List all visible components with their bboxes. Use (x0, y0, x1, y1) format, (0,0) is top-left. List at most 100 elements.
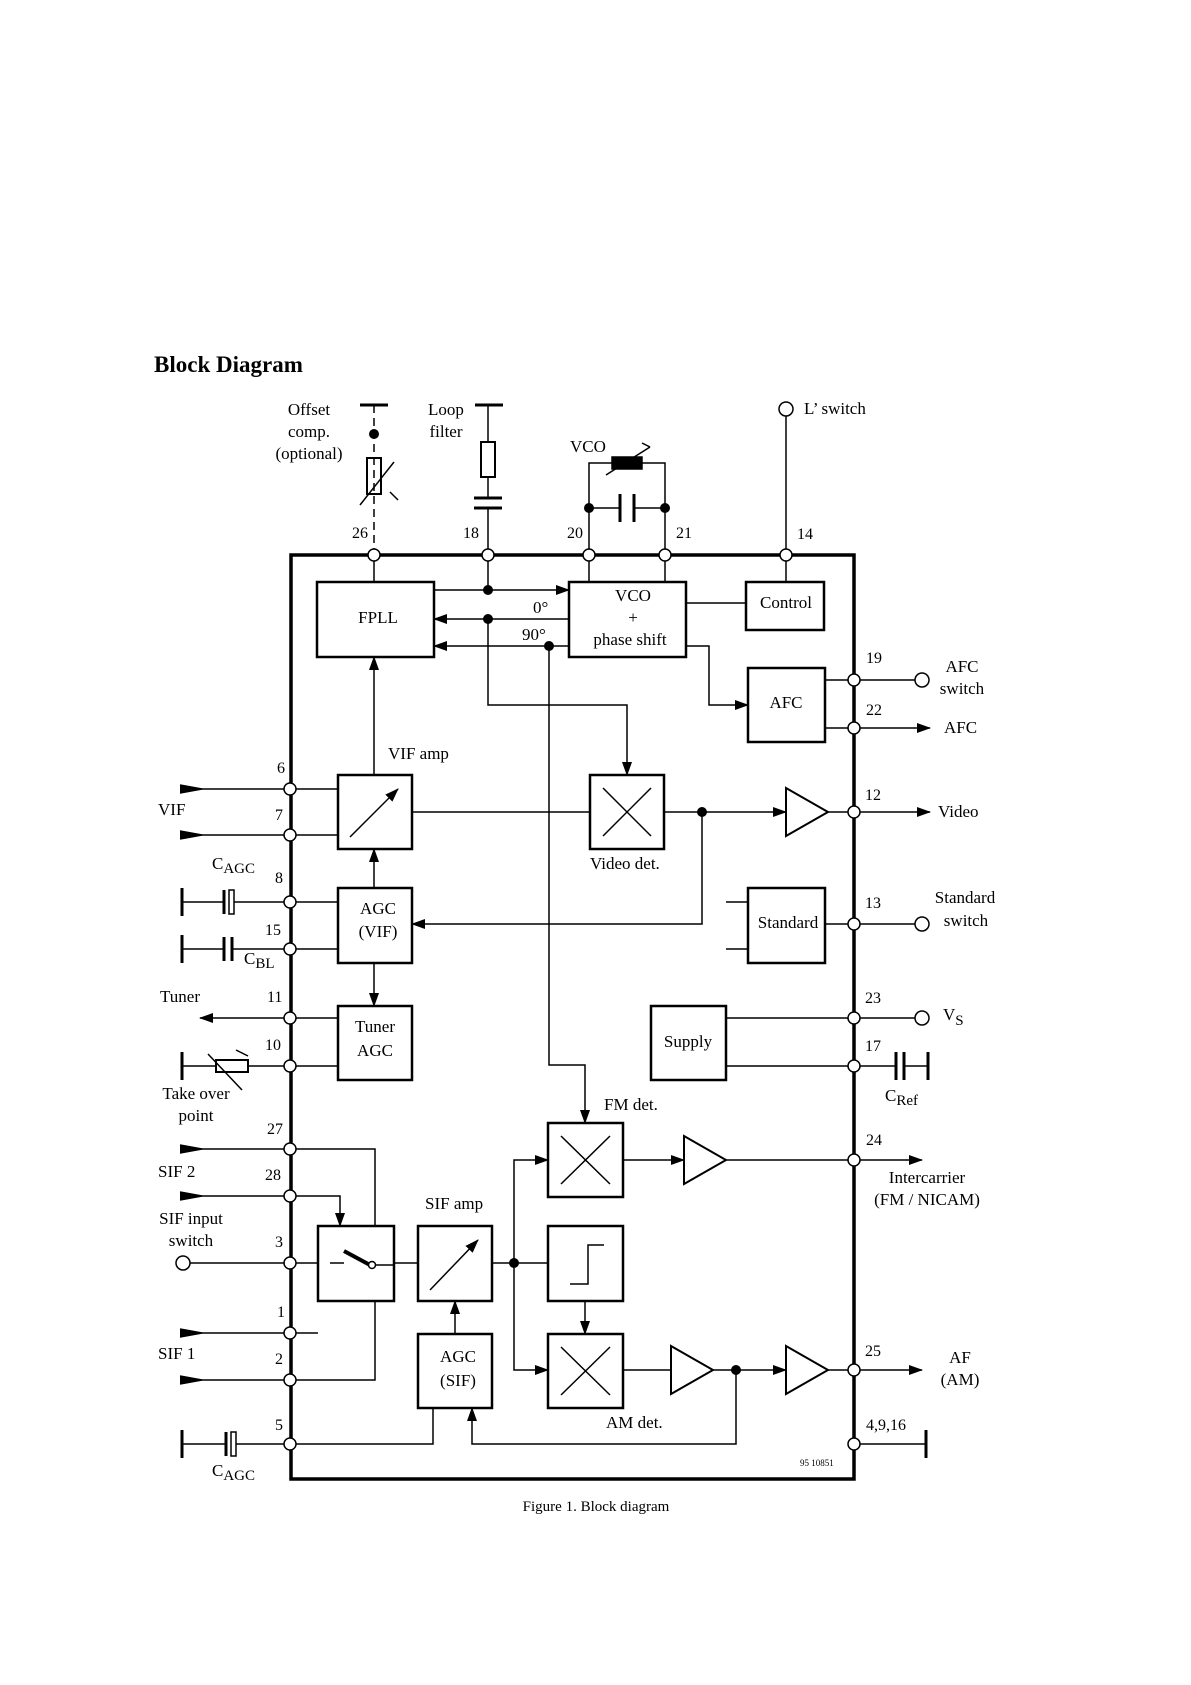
pin-8 (283, 895, 297, 909)
pin-20 (582, 548, 596, 562)
pin-25-label: 25 (865, 1343, 881, 1360)
vif-label: VIF (158, 800, 185, 819)
am-amp2-triangle (785, 1344, 831, 1396)
pin-17-label: 17 (865, 1038, 881, 1055)
pin-1-label: 1 (277, 1304, 285, 1321)
limiter-block (546, 1224, 625, 1303)
offset-comp-label: comp. (288, 422, 330, 441)
pin-21-label: 21 (676, 525, 692, 542)
document-code: 95 10851 (800, 1458, 834, 1468)
pin-5 (283, 1437, 297, 1451)
intercarrier-sub-label: (FM / NICAM) (874, 1190, 980, 1209)
supply-label: Supply (664, 1032, 713, 1051)
pin-15 (283, 942, 297, 956)
offset-optional-label: (optional) (275, 444, 342, 463)
vs-terminal (914, 1010, 930, 1026)
afc-switch-terminal (914, 672, 930, 688)
phase-shift-label: phase shift (593, 630, 666, 649)
l-switch-terminal (778, 401, 794, 417)
tuner-output-label: Tuner (160, 987, 200, 1006)
tuner-agc-sub-label: AGC (357, 1041, 393, 1060)
fm-amp-triangle (683, 1134, 729, 1186)
pin-13-label: 13 (865, 895, 881, 912)
vs-label: VS (943, 1005, 964, 1029)
pin-12-label: 12 (865, 787, 881, 804)
cagc-top-label: CAGC (212, 854, 255, 877)
pin-14 (779, 548, 793, 562)
standard-block (746, 886, 827, 965)
pin-19 (847, 673, 861, 687)
cref-label: CRef (885, 1086, 918, 1109)
fm-det-label: FM det. (604, 1095, 658, 1114)
agc-sif-sub-label: (SIF) (440, 1371, 476, 1390)
pin-15-label: 15 (265, 922, 281, 939)
phase-90-label: 90° (522, 625, 546, 644)
af-label: AF (949, 1348, 971, 1367)
pin-17 (847, 1059, 861, 1073)
pin-20-label: 20 (567, 525, 583, 542)
take-over-label: Take over (162, 1084, 230, 1103)
standard-switch-terminal (914, 916, 930, 932)
pin-10-label: 10 (265, 1037, 281, 1054)
sif-input-switch-terminal (175, 1255, 191, 1271)
loop-label: Loop (428, 400, 464, 419)
pin-28-label: 28 (265, 1167, 281, 1184)
pin-21 (658, 548, 672, 562)
pin-11-label: 11 (267, 989, 282, 1006)
afc-output-label: AFC (944, 718, 977, 737)
loop-filter-label: filter (429, 422, 462, 441)
agc-sif-label: AGC (440, 1347, 476, 1366)
pin-19-label: 19 (866, 650, 882, 667)
pin-3-label: 3 (275, 1234, 283, 1251)
agc-vif-sub-label: (VIF) (359, 922, 398, 941)
pin-23-label: 23 (865, 990, 881, 1007)
pin-24-label: 24 (866, 1132, 882, 1149)
pin-1 (283, 1326, 297, 1340)
afc-switch-label: AFC (945, 657, 978, 676)
video-det-label: Video det. (590, 854, 660, 873)
phase-0-label: 0° (533, 598, 548, 617)
tuner-agc-label: Tuner (355, 1017, 395, 1036)
standard-label: Standard (758, 913, 819, 932)
pin-5-label: 5 (275, 1417, 283, 1434)
pin-13 (847, 917, 861, 931)
offset-label: Offset (288, 400, 330, 419)
pin-22-label: 22 (866, 702, 882, 719)
afc-block-label: AFC (769, 693, 802, 712)
control-block (744, 580, 826, 632)
pin-4-9-16 (847, 1437, 861, 1451)
pin-18 (481, 548, 495, 562)
supply-block (649, 1004, 728, 1082)
cbl-label: CBL (244, 949, 275, 972)
pin-6 (283, 782, 297, 796)
pin-14-label: 14 (797, 526, 813, 543)
pin-7-label: 7 (275, 807, 283, 824)
pin-2-label: 2 (275, 1351, 283, 1368)
sif-input-label: SIF input (159, 1209, 223, 1228)
pin-27 (283, 1142, 297, 1156)
intercarrier-label: Intercarrier (889, 1168, 966, 1187)
vco-external-label: VCO (570, 437, 606, 456)
l-switch-label: L’ switch (804, 399, 866, 418)
am-amp1-triangle (670, 1344, 716, 1396)
afc-switch-sub-label: switch (940, 679, 985, 698)
pin-25 (847, 1363, 861, 1377)
af-am-label: (AM) (941, 1370, 980, 1389)
video-output-label: Video (938, 802, 979, 821)
pin-26-label: 26 (352, 525, 368, 542)
sif-switch-block (316, 1224, 396, 1303)
pin-12 (847, 805, 861, 819)
sif-input-switch-label: switch (169, 1231, 214, 1250)
pin-28 (283, 1189, 297, 1203)
standard-switch-sub-label: switch (944, 911, 989, 930)
pin-24 (847, 1153, 861, 1167)
pin-27-label: 27 (267, 1121, 283, 1138)
fpll-label: FPLL (358, 608, 398, 627)
pin-22 (847, 721, 861, 735)
am-det-label: AM det. (606, 1413, 663, 1432)
section-heading: Block Diagram (154, 352, 303, 377)
pin-2 (283, 1373, 297, 1387)
take-over-point-label: point (179, 1106, 214, 1125)
pin-7 (283, 828, 297, 842)
